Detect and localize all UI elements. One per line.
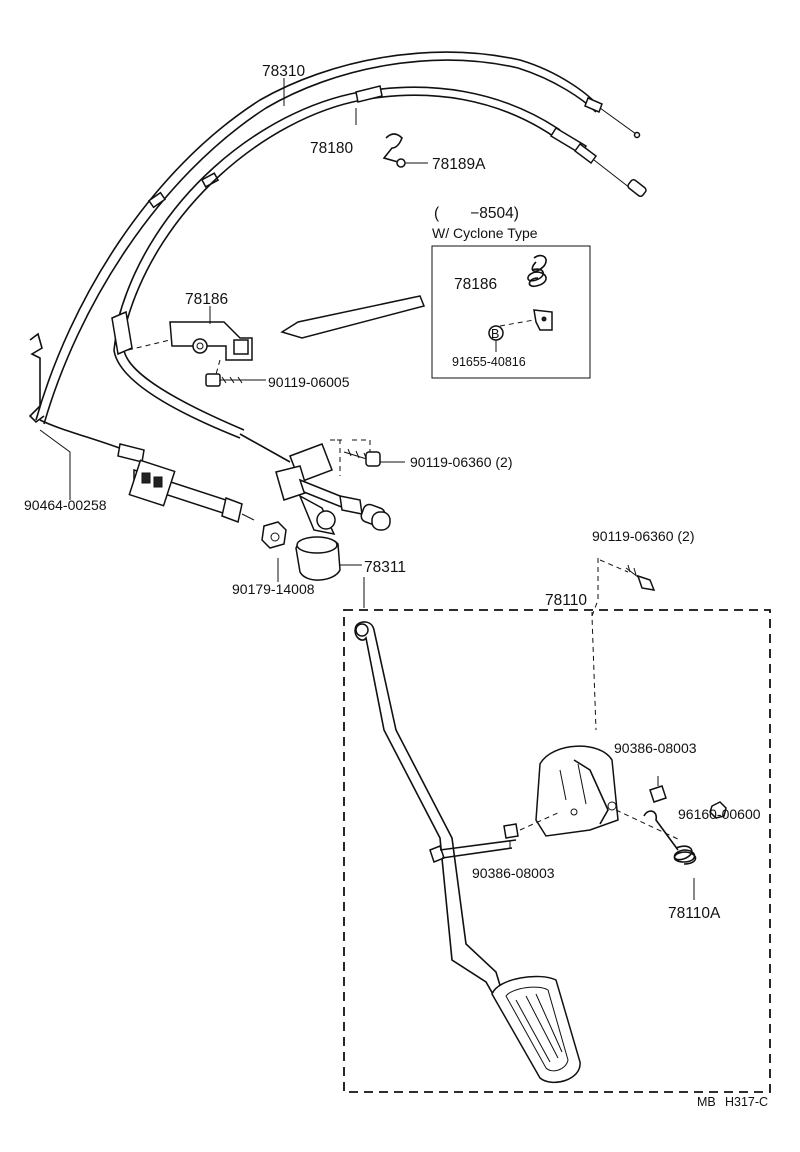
cable-78180 [111, 85, 647, 463]
label-96160-00600: 96160-00600 [678, 806, 761, 822]
bolt-90119-06360-link-part [343, 448, 405, 467]
label-78180: 78180 [310, 140, 353, 157]
bolt-90119-06360-pedal-part [625, 564, 656, 591]
label-78310: 78310 [262, 63, 305, 80]
cushion-78311-part [295, 536, 365, 608]
label-90386-08003-left: 90386-08003 [472, 865, 555, 881]
bracket-78186-part [127, 321, 253, 379]
cable-78310 [35, 51, 641, 425]
label-78186: 78186 [185, 291, 228, 308]
inset-arrow [280, 295, 426, 339]
pedal-bracket [519, 745, 681, 841]
label-78110: 78110 [545, 592, 587, 609]
inset-label-91655-40816: 91655-40816 [452, 355, 526, 369]
footer-code-right: H317-C [725, 1095, 768, 1109]
label-90119-06360-pedal: 90119-06360 (2) [592, 528, 694, 544]
nut-90179-14008-part [261, 521, 287, 549]
spring-78110a-part [643, 810, 697, 900]
inset-marker: B [491, 327, 499, 341]
clip-78189a-part [382, 133, 428, 168]
pedal-pad [491, 975, 581, 1084]
inset-label-78186: 78186 [454, 276, 497, 293]
nut-96160-00600-part [709, 801, 727, 819]
label-78189a: 78189A [432, 156, 486, 173]
link-assembly [275, 439, 391, 536]
bushing-right-part [649, 776, 667, 803]
leader-lines [209, 78, 593, 616]
cable-lower-left [39, 419, 255, 524]
label-90179-14008: 90179-14008 [232, 581, 315, 597]
bolt-90119-06005-part [205, 373, 246, 387]
pedal-box [343, 558, 771, 1093]
pedal-arm [354, 621, 517, 997]
bushing-left-part [503, 823, 519, 848]
inset-box [431, 245, 591, 379]
label-90464-00258: 90464-00258 [24, 497, 107, 513]
label-90119-06005: 90119-06005 [268, 374, 350, 390]
label-78311: 78311 [364, 559, 406, 576]
inset-title: W/ Cyclone Type [432, 225, 538, 241]
inset-range: ( −8504) [434, 205, 519, 222]
footer-code-left: MB [697, 1095, 716, 1109]
label-90119-06360-link: 90119-06360 (2) [410, 454, 512, 470]
clip-90464-00258-part [28, 332, 71, 500]
label-78110a: 78110A [668, 905, 721, 922]
label-90386-08003-right: 90386-08003 [614, 740, 697, 756]
